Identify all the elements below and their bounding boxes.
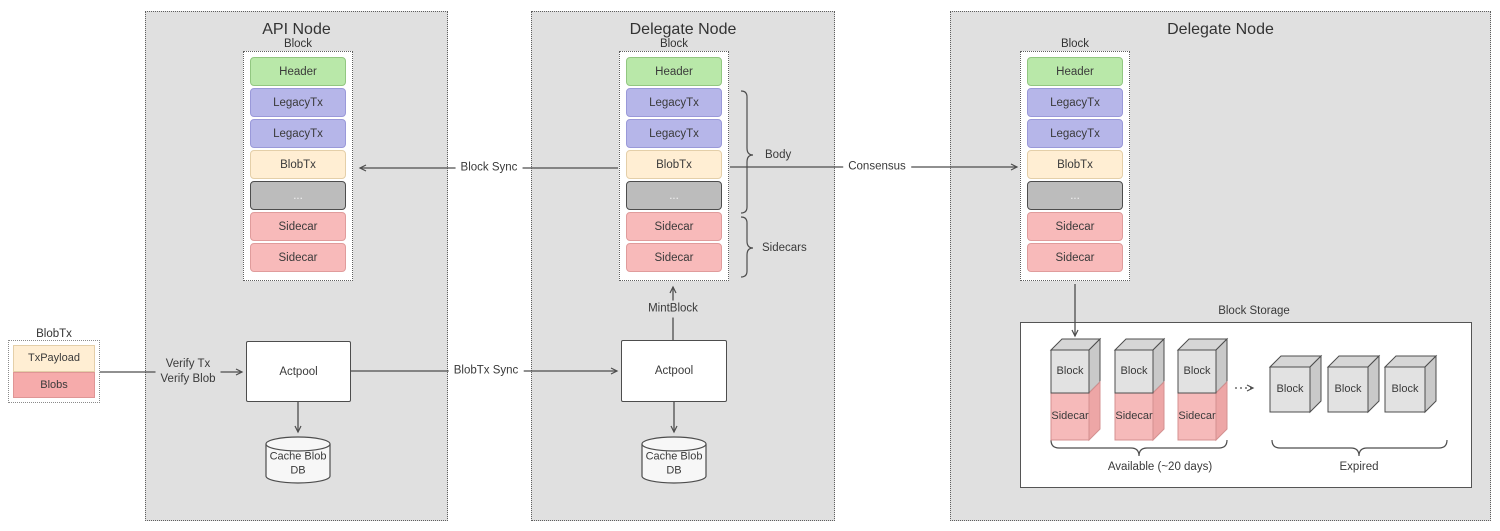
delegate2-block-label: Block — [1060, 38, 1090, 50]
block-item-legacytx: LegacyTx — [250, 119, 346, 148]
delegate-node-1-title: Delegate Node — [629, 21, 737, 38]
delegate1-cache-db-label: Cache Blob DB — [646, 450, 703, 479]
verify-line1: Verify Tx — [165, 358, 211, 371]
available-cube-sidecar-label: Sidecar — [1115, 410, 1153, 422]
expired-label: Expired — [1339, 461, 1379, 473]
expired-cube — [1383, 354, 1438, 414]
expired-cube-block-label: Block — [1391, 383, 1419, 395]
block-storage-title: Block Storage — [1218, 305, 1290, 317]
available-label: Available (~20 days) — [1107, 461, 1213, 473]
body-brace — [740, 90, 754, 214]
available-cube — [1176, 337, 1229, 442]
delegate-node-2-title: Delegate Node — [1167, 21, 1274, 38]
verify-line2: Verify Blob — [160, 373, 216, 385]
available-cube-block-label: Block — [1120, 365, 1148, 377]
consensus-label: Consensus — [843, 158, 911, 176]
block-item-blobtx: BlobTx — [1027, 150, 1123, 179]
block-item-header: Header — [250, 57, 346, 86]
sidecars-brace — [740, 216, 754, 278]
delegate1-cache-db-cylinder — [641, 436, 707, 484]
available-cube-block-label: Block — [1056, 365, 1084, 377]
block-item-sidecar: Sidecar — [626, 212, 722, 241]
delegate1-block-container: Header LegacyTx LegacyTx BlobTx ... Side… — [619, 51, 729, 281]
sidecars-label: Sidecars — [762, 242, 807, 254]
available-cube-block-label: Block — [1183, 365, 1211, 377]
block-item-sidecar: Sidecar — [1027, 212, 1123, 241]
available-brace — [1050, 439, 1228, 457]
blobtx-input-label: BlobTx — [36, 328, 72, 340]
expired-cube-block-label: Block — [1334, 383, 1362, 395]
body-label: Body — [765, 149, 792, 161]
block-item-header: Header — [1027, 57, 1123, 86]
api-block-container: Header LegacyTx LegacyTx BlobTx ... Side… — [243, 51, 353, 281]
available-cube — [1049, 337, 1102, 442]
block-item-ellipsis: ... — [1027, 181, 1123, 210]
txpayload-box: TxPayload — [13, 345, 95, 372]
block-item-sidecar: Sidecar — [1027, 243, 1123, 272]
block-item-sidecar: Sidecar — [250, 243, 346, 272]
block-item-header: Header — [626, 57, 722, 86]
cache-db-line2: DB — [290, 465, 306, 477]
api-cache-db-label: Cache Blob DB — [270, 450, 327, 479]
verify-edge-label: Verify Tx Verify Blob — [155, 356, 221, 388]
expired-cube — [1268, 354, 1323, 414]
expired-cube-block-label: Block — [1276, 383, 1304, 395]
available-cube — [1113, 337, 1166, 442]
cache-db-line1: Cache Blob — [645, 450, 703, 463]
api-actpool-box: Actpool — [246, 341, 351, 402]
delegate1-actpool-box: Actpool — [621, 340, 727, 402]
available-cube-sidecar-label: Sidecar — [1051, 410, 1089, 422]
block-item-ellipsis: ... — [250, 181, 346, 210]
block-item-blobtx: BlobTx — [250, 150, 346, 179]
block-item-ellipsis: ... — [626, 181, 722, 210]
api-node-title: API Node — [262, 21, 331, 38]
block-item-sidecar: Sidecar — [250, 212, 346, 241]
blobs-box: Blobs — [13, 371, 95, 398]
available-cube-sidecar-label: Sidecar — [1178, 410, 1216, 422]
mintblock-label: MintBlock — [643, 300, 703, 318]
expired-cube — [1326, 354, 1381, 414]
api-cache-db-cylinder — [265, 436, 331, 484]
block-item-legacytx: LegacyTx — [250, 88, 346, 117]
cache-db-line2: DB — [666, 465, 682, 477]
delegate1-block-label: Block — [659, 38, 689, 50]
block-item-blobtx: BlobTx — [626, 150, 722, 179]
block-item-legacytx: LegacyTx — [1027, 88, 1123, 117]
cache-db-line1: Cache Blob — [269, 450, 327, 463]
block-item-legacytx: LegacyTx — [626, 88, 722, 117]
block-item-legacytx: LegacyTx — [1027, 119, 1123, 148]
block-sync-label: Block Sync — [455, 159, 523, 177]
delegate2-block-container: Header LegacyTx LegacyTx BlobTx ... Side… — [1020, 51, 1130, 281]
blobtx-sync-label: BlobTx Sync — [448, 362, 524, 380]
blobtx-input-container: TxPayload Blobs — [8, 340, 100, 403]
expired-brace — [1271, 439, 1448, 457]
block-item-sidecar: Sidecar — [626, 243, 722, 272]
api-block-label: Block — [283, 38, 313, 50]
block-item-legacytx: LegacyTx — [626, 119, 722, 148]
